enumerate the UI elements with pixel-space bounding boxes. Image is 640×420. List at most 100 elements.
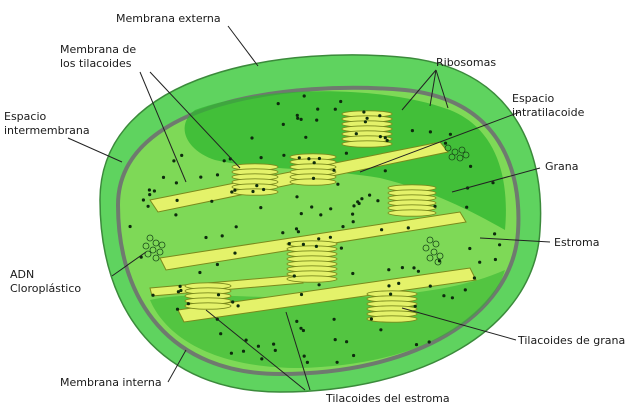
ribosome-dot [204,235,208,240]
ribosome-dot [383,169,387,173]
ribosome-dot [272,342,276,346]
ribosome-dot [498,243,502,247]
ribosome-dot [448,132,452,136]
ribosome-dot [230,190,234,194]
ribosome-dot [178,284,182,288]
ribosome-dot [299,117,303,121]
label-tilacoides-grana: Tilacoides de grana [517,334,625,347]
granum-disc [231,188,279,196]
ribosome-dot [387,268,391,272]
ribosome-dot [493,257,497,262]
ribosome-dot [241,349,246,353]
ribosome-dot [186,302,190,306]
ribosome-dot [302,354,306,358]
ribosome-dot [296,230,300,234]
label-membrana-tilacoides-1: Membrana de [60,43,136,56]
ribosome-dot [335,360,339,364]
granum-disc [286,275,338,283]
ribosome-dot [442,294,446,298]
label-tilacoides-estroma: Tilacoides del estroma [325,392,450,405]
label-membrana-externa: Membrana externa [116,12,221,25]
ribosomes [128,94,502,364]
ribosome-dot [360,197,364,201]
ribosome-dot [354,132,358,136]
ribosome-dot [250,136,254,140]
ribosome-dot [433,204,437,208]
ribosome-dot [229,351,233,355]
leader-lines [67,25,551,391]
ribosome-dot [292,274,296,278]
ribosome-dot [294,227,299,231]
ribosome-dot [262,187,266,192]
ribosome-dot [128,224,132,229]
label-membrana-interna: Membrana interna [60,376,162,389]
ribosome-dot [351,271,355,276]
ribosome-dot [282,153,286,157]
ribosome-dot [319,213,323,217]
ribosome-dot [465,205,469,209]
ribosome-dot [351,220,355,224]
ribosome-dot [305,360,309,364]
granum-disc [341,140,393,148]
ribosome-dot [148,193,152,197]
granum-disc [184,302,232,310]
label-ribosomas: Ribosomas [436,56,496,69]
ribosome-dot [199,175,203,179]
ribosome-dot [368,193,372,197]
dna-cluster-left [142,234,166,262]
ribosome-dot [219,332,223,336]
ribosome-dot [295,113,299,117]
ribosome-dot [276,102,280,106]
ribosome-dot [175,307,180,311]
ribosome-dot [328,235,332,239]
granum-5 [286,240,338,283]
label-membrana-tilacoides-2: los tilacoides [60,57,132,70]
ribosome-dot [362,110,366,114]
label-espacio-intermembrana-1: Espacio [4,110,47,123]
ribosome-dot [352,353,356,358]
ribosome-dot [311,176,316,180]
ribosome-dot [416,269,420,273]
ribosome-dot [333,107,337,111]
granum-7 [366,290,418,323]
ribosome-dot [260,357,264,361]
ribosome-dot [443,141,448,145]
ribosome-dot [378,114,382,118]
ribosome-dot [259,206,263,210]
ribosome-dot [387,284,391,288]
ribosome-dot [180,153,184,157]
granum-1 [341,110,393,148]
ribosome-dot [332,317,336,321]
dna-cluster-top [444,144,470,162]
ribosome-dot [233,188,237,192]
ribosome-dot [378,135,382,139]
ribosome-dot [317,237,321,241]
ribosome-dot [427,340,431,344]
ribosome-dot [317,283,321,287]
ribosome-dot [406,226,410,230]
ribosome-dot [273,348,277,352]
ribosome-dot [316,107,320,111]
ribosome-dot [329,207,333,211]
granum-disc [366,315,418,323]
ribosome-dot [365,116,369,120]
ribosome-dot [339,246,343,250]
label-espacio-intratilacoide-2: intratilacoide [512,106,585,119]
ribosome-dot [336,182,340,186]
ribosome-dot [295,319,299,323]
ribosome-dot [383,136,387,140]
ribosome-dot [315,118,319,122]
ribosome-dot [295,195,299,199]
ribosome-dot [301,242,305,246]
ribosome-dot [146,204,150,208]
ribosome-dot [244,338,248,342]
ribosome-dot [174,213,178,217]
ribosome-dot [491,181,495,185]
ribosome-dot [287,242,291,246]
ribosome-dot [397,281,401,285]
ribosome-dot [400,266,404,270]
ribosome-dot [210,199,214,203]
ribosome-dot [174,181,178,185]
ribosome-dot [161,175,166,179]
